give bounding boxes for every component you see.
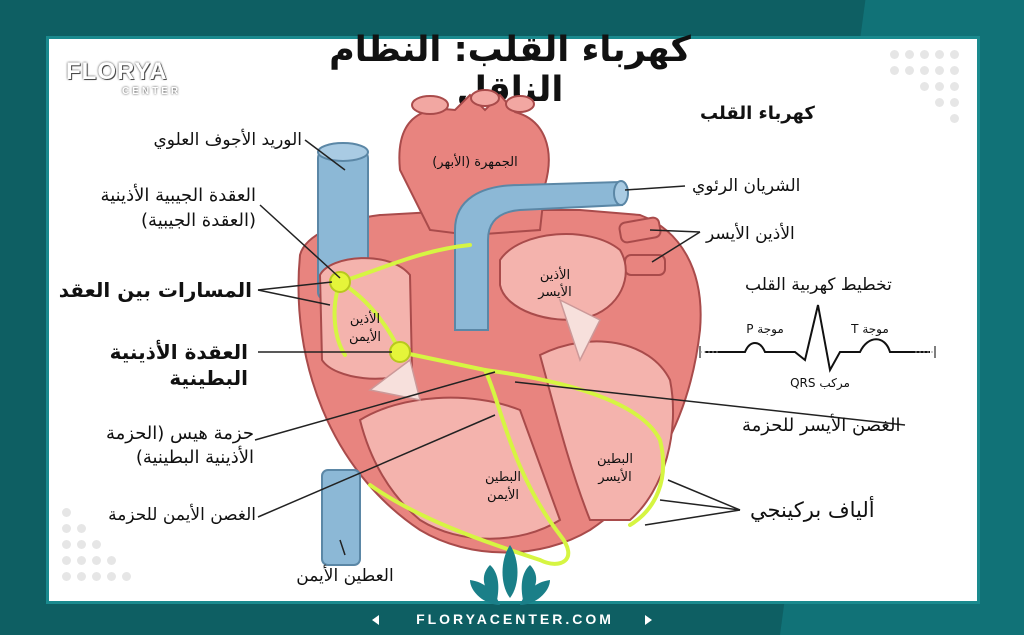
aorta-opening [470, 89, 500, 107]
av-node [389, 341, 411, 363]
ecg-trace [705, 304, 930, 373]
pulmonary-vein [618, 216, 662, 244]
brand-logo: FLORYA CENTER [66, 58, 181, 97]
label-right-ventricle-inner-2: الأيمن [486, 488, 520, 503]
label-left-ventricle-inner-1: البطين [597, 452, 633, 467]
footer-url: FLORYACENTER.COM [416, 611, 614, 627]
label-left-ventricle-inner-2: الأيسر [598, 470, 632, 485]
ecg-qrs-label: مركب QRS [790, 376, 850, 390]
label-right-atrium-inner-1: الأذين [349, 312, 381, 327]
sa-node [329, 271, 351, 293]
label-superior-vena-cava: الوريد الأجوف العلوي [153, 130, 302, 150]
label-right-ventricle-inner-1: البطين [485, 470, 521, 485]
label-sa-node-line2: (العقدة الجيبية) [141, 210, 256, 231]
label-right-ventricle-bottom: العطين الأيمن [296, 566, 394, 586]
aorta-opening [505, 95, 535, 113]
label-av-node-line2: البطينية [169, 366, 248, 390]
label-heart-electricity: كهرباء القلب [700, 103, 815, 124]
label-sa-node-line1: العقدة الجيبية الأذينية [100, 185, 256, 206]
ecg-title: تخطيط كهربية القلب [745, 275, 892, 295]
label-left-bundle-branch: الغصن الأيسر للحزمة [742, 415, 901, 436]
right-ventricle-chamber [358, 396, 562, 540]
label-right-atrium-inner-2: الأيمن [348, 330, 382, 345]
logo-name: FLORYA [66, 58, 168, 85]
label-purkinje-fibers: ألياف بركينجي [750, 498, 875, 522]
footer-right-arrow-icon [645, 615, 652, 625]
label-av-node-line1: العقدة الأذينية [109, 340, 248, 364]
footer-left-arrow-icon [372, 615, 379, 625]
label-right-bundle-branch: الغصن الأيمن للحزمة [108, 505, 256, 525]
ecg-p-wave-label: موجة P [746, 322, 784, 336]
aorta-opening [411, 95, 449, 115]
label-left-atrium: الأذين الأيسر [706, 224, 795, 244]
brand-emblem [470, 545, 550, 605]
label-left-atrium-inner-2: الأيسر [538, 285, 572, 300]
label-bundle-of-his-line1: حزمة هيس (الحزمة [105, 423, 254, 444]
label-internodal-pathways: المسارات بين العقد [58, 278, 252, 302]
ecg-t-wave-label: موجة T [851, 322, 889, 336]
label-aorta: الجمهرة (الأبهر) [432, 155, 518, 170]
left-atrium-chamber [499, 233, 627, 321]
label-pulmonary-artery: الشريان الرئوي [692, 176, 801, 196]
label-left-atrium-inner-1: الأذين [539, 268, 571, 283]
label-bundle-of-his-line2: الأذينية البطينية) [135, 447, 254, 468]
logo-sub: CENTER [122, 86, 182, 97]
inferior-vena-cava [321, 469, 361, 566]
